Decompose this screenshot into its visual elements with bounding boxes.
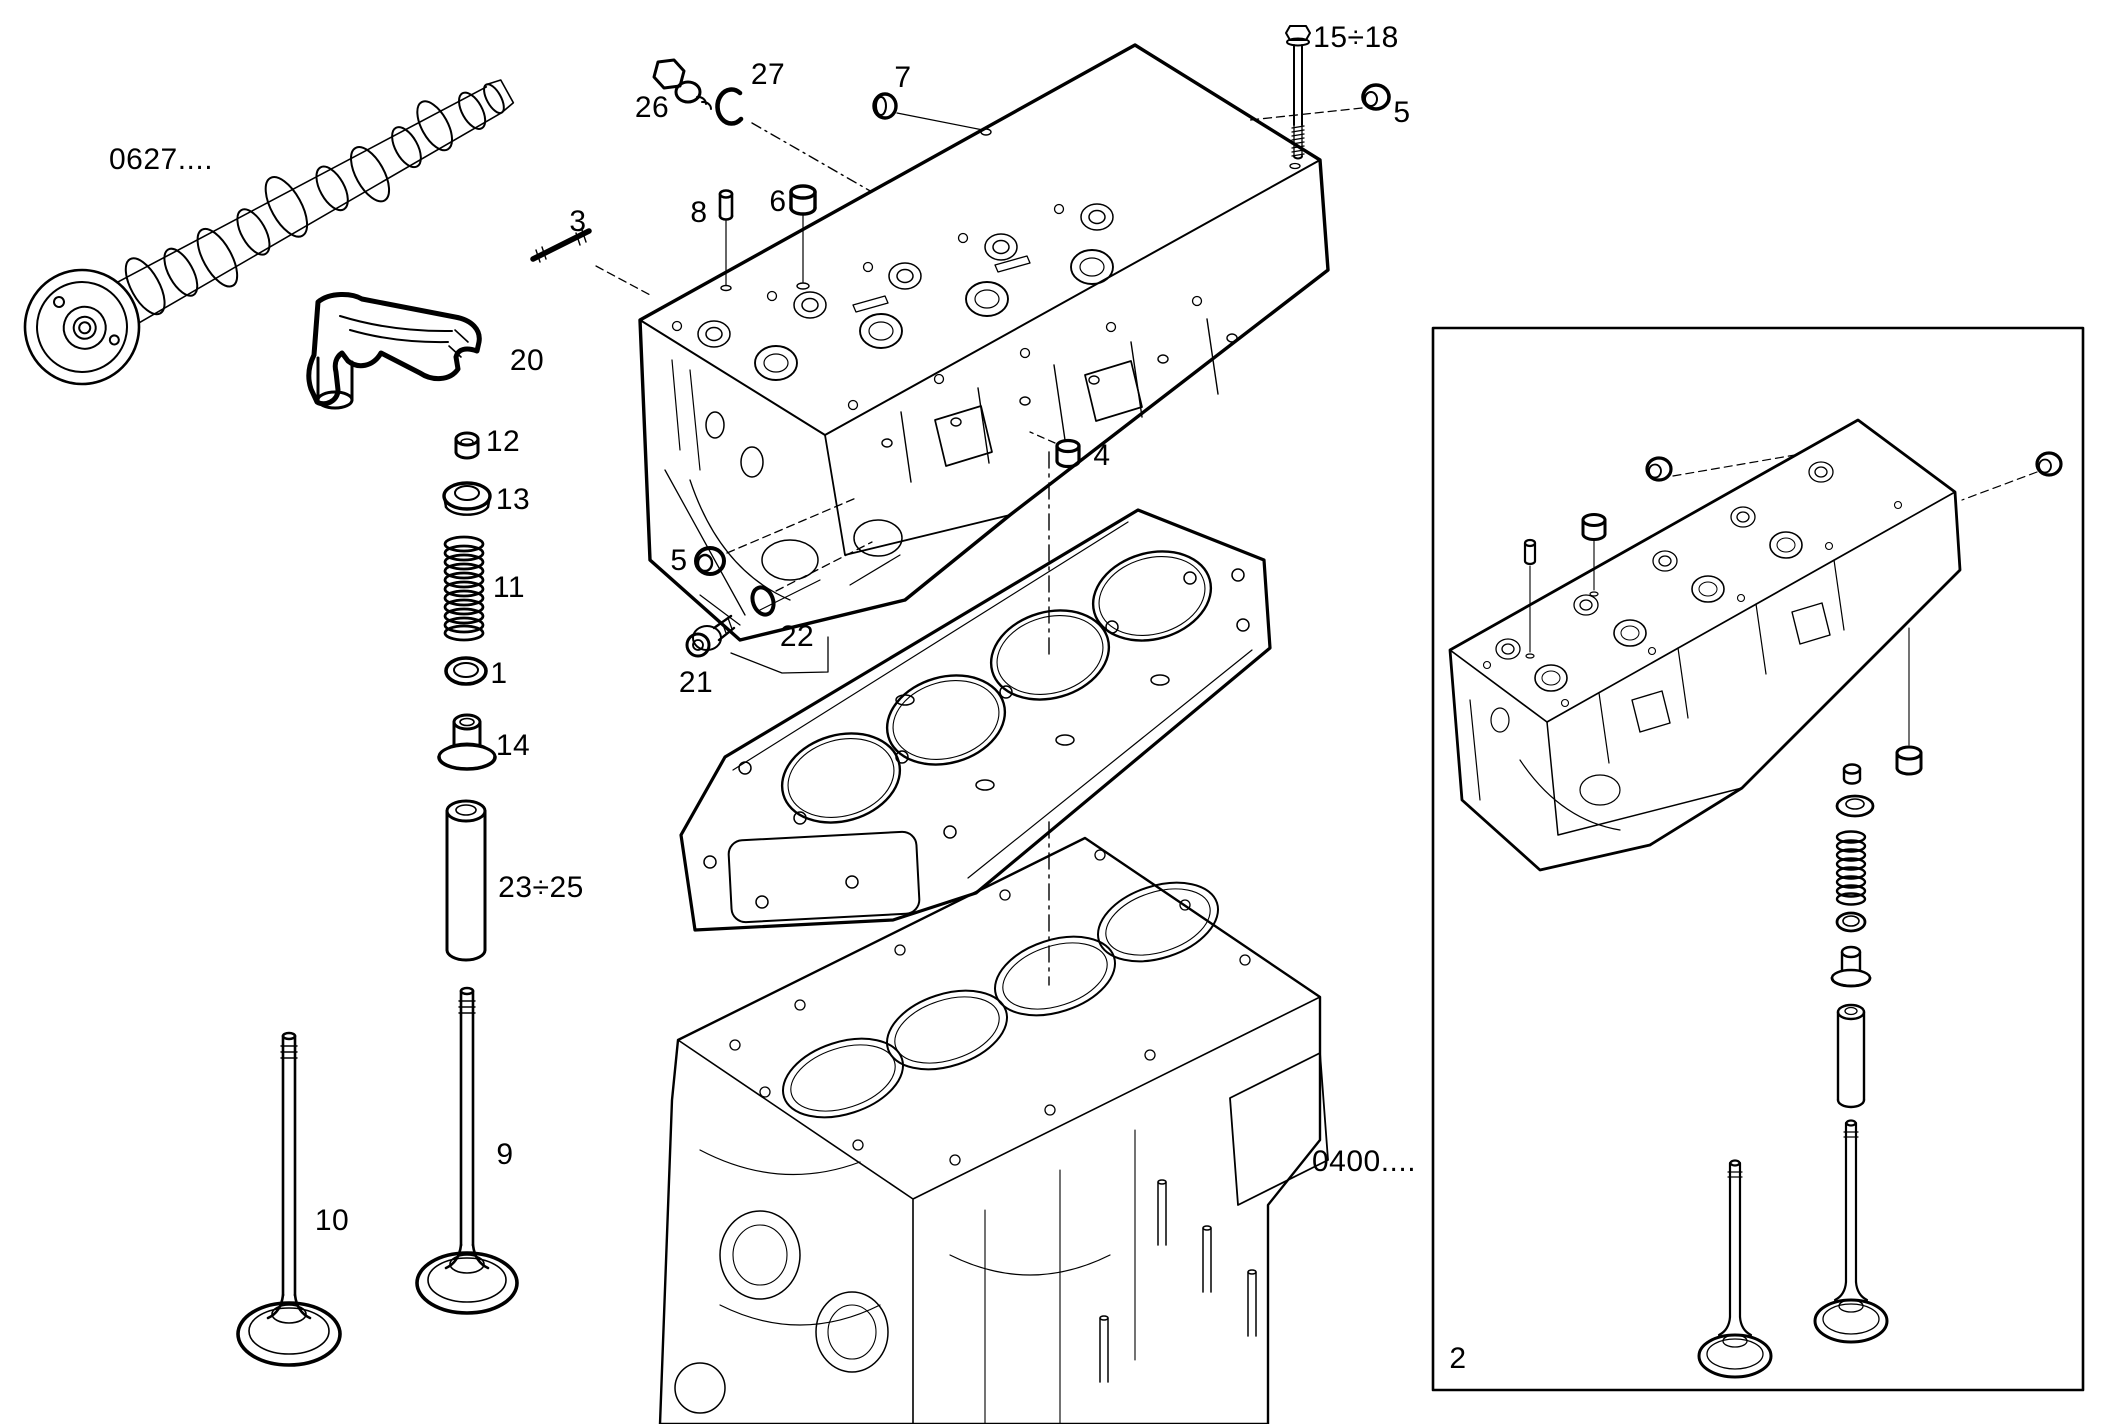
bolt-21 [685, 614, 736, 658]
valve-stem-seal-14 [437, 713, 497, 771]
inset-plug-dome [1581, 513, 1607, 541]
rocker-arm [306, 292, 482, 410]
inset-plug-right [2035, 451, 2063, 477]
inset-hole-dome [1589, 591, 1599, 597]
leader-4 [1029, 431, 1056, 444]
valve-spring-11 [443, 535, 485, 642]
inset-valve-right [1813, 1119, 1889, 1344]
plug-6 [789, 184, 817, 216]
inset-valve-left [1697, 1159, 1773, 1379]
leader-3 [595, 265, 653, 297]
plug-5-top [1361, 83, 1391, 111]
leader-5-left [726, 497, 857, 554]
inset-valve-cap [1842, 763, 1862, 785]
bracket-21-22 [730, 636, 829, 674]
engine-block [658, 836, 1329, 1424]
inset-valve-spring [1835, 830, 1867, 906]
inset-leader-left [1672, 454, 1796, 477]
fitting-26 [652, 58, 713, 110]
head-bolt-15-18 [1285, 25, 1311, 160]
spring-retainer-13 [442, 481, 492, 516]
camshaft [23, 79, 515, 386]
hole-6 [796, 282, 810, 290]
head-gasket [679, 508, 1272, 932]
inset-retainer-ring [1835, 911, 1867, 933]
retainer-ring-1 [444, 656, 488, 686]
inset-cylinder-head [1448, 418, 1962, 872]
leader-7 [896, 112, 984, 131]
inset-hole-pin [1525, 653, 1535, 659]
valve-cap-12 [454, 431, 480, 460]
inset-spring-retainer [1835, 794, 1875, 818]
hole-8 [720, 284, 732, 292]
valve-guide-23-25 [445, 799, 487, 962]
plug-5-left [694, 546, 726, 576]
inset-leader-right [1961, 471, 2038, 501]
intake-valve-9 [415, 986, 519, 1315]
snap-ring-27 [715, 87, 744, 126]
cylinder-head [638, 43, 1330, 642]
inset-stem-seal [1830, 945, 1872, 988]
leader-27 [751, 122, 873, 193]
plug-7 [872, 92, 898, 120]
hole-15-18 [1289, 162, 1301, 170]
inset-plug-top [1895, 745, 1923, 776]
stud-3 [530, 228, 592, 263]
inset-plug-left [1645, 456, 1673, 482]
inset-valve-guide [1836, 1003, 1866, 1109]
leader-22 [775, 541, 873, 592]
pin-8 [718, 189, 734, 221]
leader-5-top [1249, 107, 1363, 121]
inset-pin [1523, 538, 1537, 566]
o-ring-22 [750, 585, 776, 617]
exhaust-valve-10 [236, 1031, 342, 1367]
inset-box [1431, 326, 2085, 1392]
